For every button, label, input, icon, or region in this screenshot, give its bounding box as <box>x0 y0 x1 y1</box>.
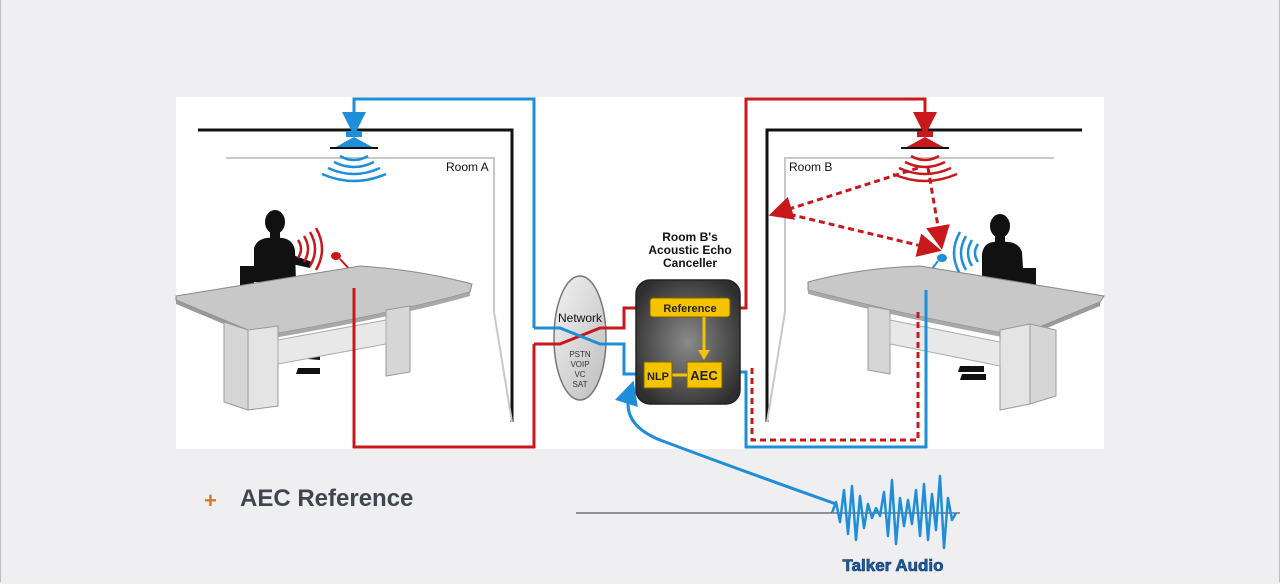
reference-module: Reference <box>649 297 731 318</box>
sound-waves-icon <box>892 154 958 183</box>
network-cross-red <box>534 306 648 346</box>
room-a-mic-line <box>352 288 536 449</box>
bullet-icon: + <box>204 488 217 513</box>
reference-label: Reference <box>663 303 716 315</box>
voice-waves-icon <box>952 231 980 275</box>
nlp-module: NLP <box>643 361 673 389</box>
room-b-label: Room B <box>789 160 832 174</box>
room-a-label: Room A <box>446 160 489 174</box>
room-b: Room B <box>765 128 1105 423</box>
network-node: Network PSTN VOIP VC SAT <box>553 275 607 401</box>
canceller-title-line-2: Acoustic Echo <box>648 243 731 257</box>
canceller-title-line-1: Room B's <box>662 230 718 244</box>
talker-audio-arrow <box>614 380 837 506</box>
talker-b-silhouette <box>958 214 1036 380</box>
talker-waveform-icon <box>830 474 958 550</box>
echo-paths <box>768 166 950 257</box>
nlp-label: NLP <box>647 371 669 383</box>
network-cross-blue <box>534 326 644 376</box>
network-type-vc: VC <box>574 370 585 379</box>
network-type-voip: VOIP <box>570 360 589 369</box>
room-a: Room A <box>175 128 514 423</box>
voice-waves-icon <box>296 227 324 271</box>
aec-label: AEC <box>690 368 718 383</box>
network-label: Network <box>558 311 603 325</box>
table-a <box>175 265 473 411</box>
echo-return-line <box>750 312 920 442</box>
table-b <box>807 265 1105 411</box>
room-a-speaker-feed-line <box>342 97 536 328</box>
network-type-sat: SAT <box>573 380 588 389</box>
talker-audio-label: Talker Audio <box>842 556 943 575</box>
canceller-title-line-3: Canceller <box>663 256 717 270</box>
network-type-pstn: PSTN <box>569 350 591 359</box>
canceller-title: Room B's Acoustic Echo Canceller <box>648 230 731 270</box>
sound-waves-icon <box>321 154 387 183</box>
aec-module: AEC <box>686 361 723 389</box>
room-b-speaker-feed-line <box>738 97 937 310</box>
slide-heading: AEC Reference <box>240 485 414 512</box>
